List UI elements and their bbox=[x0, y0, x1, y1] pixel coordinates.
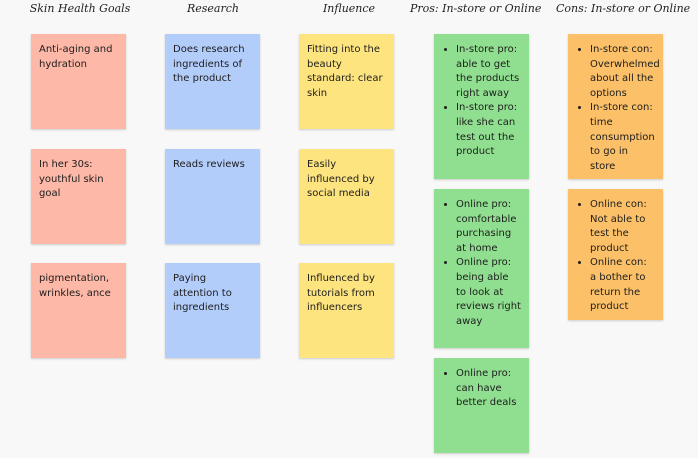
sticky-note-pros-online[interactable]: Online pro: can have better deals bbox=[434, 358, 529, 453]
header-influence: Influence bbox=[322, 2, 376, 15]
sticky-note-influence[interactable]: Influenced by tutorials from influencers bbox=[299, 263, 394, 358]
sticky-note-skin-goal[interactable]: Anti-aging and hydration bbox=[31, 34, 126, 129]
sticky-note-text: Does research ingredients of the product bbox=[173, 44, 245, 85]
sticky-note-text: pigmentation, wrinkles, ance bbox=[39, 273, 111, 299]
sticky-note-text: Fitting into the beauty standard: clear … bbox=[307, 44, 383, 99]
header-research: Research bbox=[186, 2, 239, 15]
sticky-note-cons-online[interactable]: Online con: Not able to test the product… bbox=[568, 189, 663, 320]
list-item: Online pro: comfortable purchasing at ho… bbox=[456, 198, 521, 256]
list-item: In-store con: time consumption to go in … bbox=[590, 101, 655, 174]
sticky-note-skin-goal[interactable]: In her 30s: youthful skin goal bbox=[31, 149, 126, 244]
header-cons: Cons: In-store or Online bbox=[556, 2, 691, 15]
sticky-note-text: In her 30s: youthful skin goal bbox=[39, 159, 104, 200]
sticky-note-pros-online[interactable]: Online pro: comfortable purchasing at ho… bbox=[434, 189, 529, 348]
sticky-note-text: Reads reviews bbox=[173, 159, 245, 170]
bullet-list: In-store pro: able to get the products r… bbox=[442, 43, 521, 160]
header-pros: Pros: In-store or Online bbox=[410, 2, 542, 15]
sticky-note-text: Influenced by tutorials from influencers bbox=[307, 273, 375, 314]
list-item: In-store pro: like she can test out the … bbox=[456, 101, 521, 159]
list-item: Online pro: being able to look at review… bbox=[456, 256, 521, 329]
sticky-note-research[interactable]: Reads reviews bbox=[165, 149, 260, 244]
list-item: Online pro: can have better deals bbox=[456, 367, 521, 411]
sticky-note-pros-in-store[interactable]: In-store pro: able to get the products r… bbox=[434, 34, 529, 179]
bullet-list: Online pro: comfortable purchasing at ho… bbox=[442, 198, 521, 329]
sticky-note-research[interactable]: Paying attention to ingredients bbox=[165, 263, 260, 358]
list-item: In-store pro: able to get the products r… bbox=[456, 43, 521, 101]
sticky-note-text: Paying attention to ingredients bbox=[173, 273, 232, 314]
header-skin-health-goals: Skin Health Goals bbox=[29, 2, 131, 15]
sticky-note-influence[interactable]: Easily influenced by social media bbox=[299, 149, 394, 244]
bullet-list: In-store con: Overwhelmed about all the … bbox=[576, 43, 660, 174]
sticky-note-cons-in-store[interactable]: In-store con: Overwhelmed about all the … bbox=[568, 34, 663, 179]
list-item: Online con: a bother to return the produ… bbox=[590, 256, 655, 314]
sticky-note-skin-goal[interactable]: pigmentation, wrinkles, ance bbox=[31, 263, 126, 358]
bullet-list: Online pro: can have better deals bbox=[442, 367, 521, 411]
sticky-note-influence[interactable]: Fitting into the beauty standard: clear … bbox=[299, 34, 394, 129]
sticky-note-text: Easily influenced by social media bbox=[307, 159, 375, 200]
list-item: Online con: Not able to test the product bbox=[590, 198, 655, 256]
sticky-note-research[interactable]: Does research ingredients of the product bbox=[165, 34, 260, 129]
list-item: In-store con: Overwhelmed about all the … bbox=[590, 43, 660, 101]
bullet-list: Online con: Not able to test the product… bbox=[576, 198, 655, 315]
sticky-note-text: Anti-aging and hydration bbox=[39, 44, 113, 70]
